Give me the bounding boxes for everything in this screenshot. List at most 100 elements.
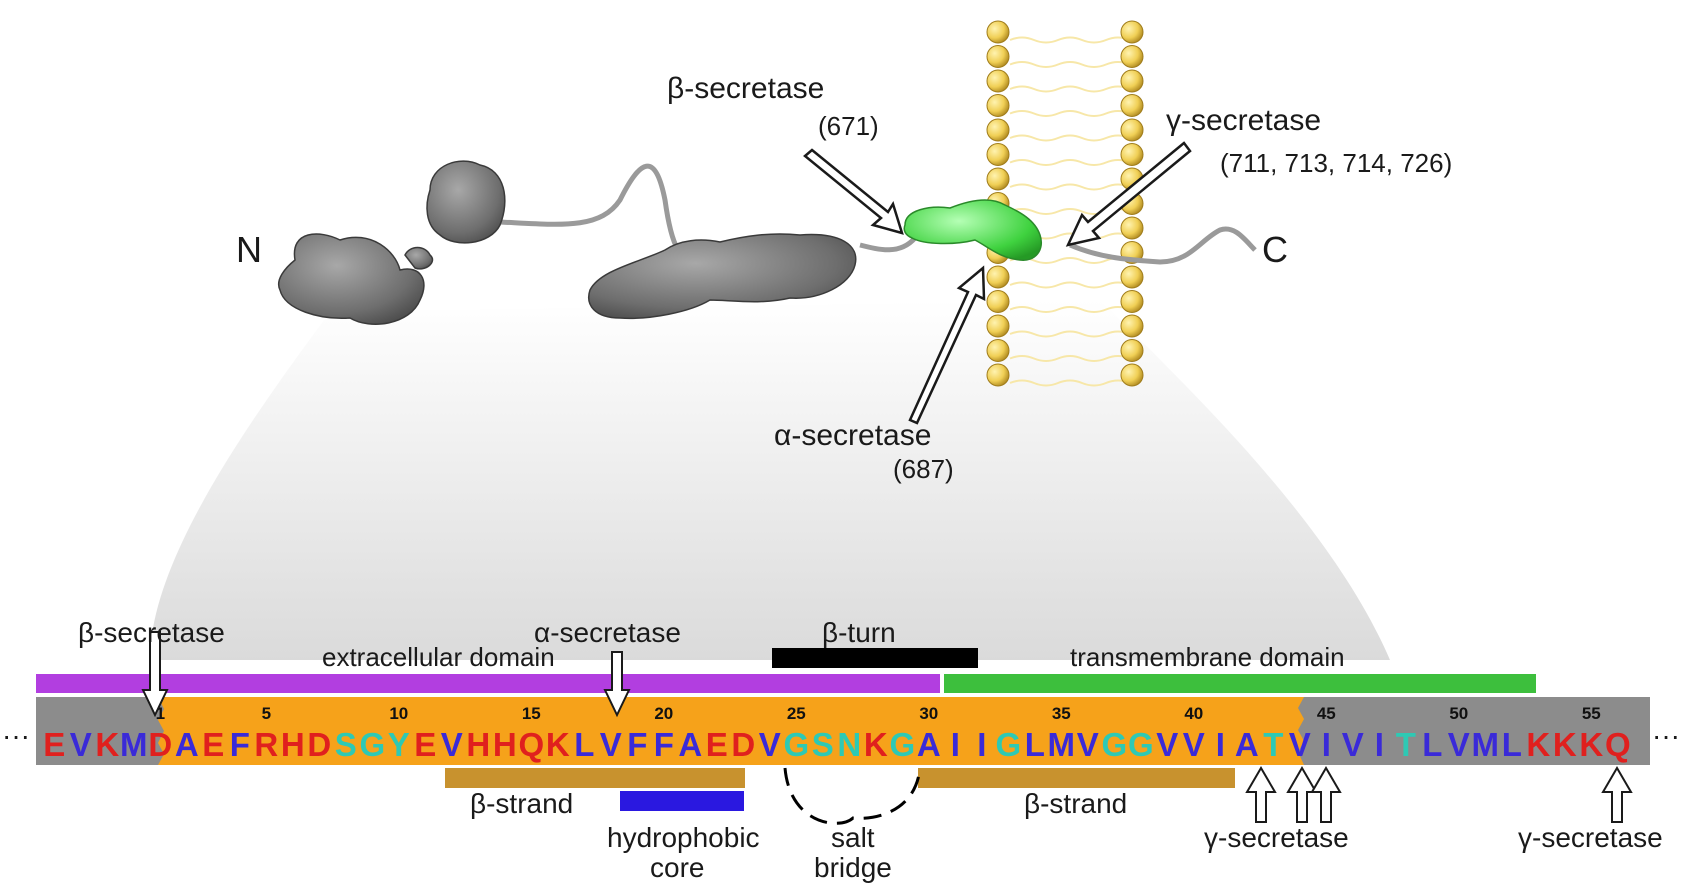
lipid-bilayer (986, 20, 1144, 387)
lipid-tail (1009, 330, 1131, 338)
transmembrane-domain-bar (944, 674, 1536, 693)
residue-number: 15 (522, 704, 541, 723)
residue: A (678, 726, 702, 763)
beta-turn-label: β-turn (822, 617, 896, 648)
lipid-head (1120, 363, 1144, 387)
residue: Q (518, 726, 544, 763)
gamma-secretase-seq-arrows (1245, 766, 1633, 823)
residue-number: 10 (389, 704, 408, 723)
residue: V (1156, 726, 1178, 763)
residue-number: 1 (156, 704, 165, 723)
residue: G (783, 726, 809, 763)
n-terminal-domain (278, 160, 506, 325)
residue-number: 35 (1052, 704, 1071, 723)
abeta-region (903, 199, 1042, 261)
lipid-tail (1009, 36, 1131, 44)
residue: A (917, 726, 941, 763)
residue: V (1289, 726, 1311, 763)
lipid-head (986, 45, 1010, 68)
lipid-head (1120, 339, 1144, 362)
residue: V (1077, 726, 1099, 763)
lipid-head (986, 118, 1010, 142)
lipid-head (1120, 45, 1144, 68)
hydrophobic-core-bar (620, 791, 744, 811)
lipid-head (1120, 290, 1144, 313)
alpha-secretase-top-site: (687) (893, 454, 954, 484)
residue-number: 5 (262, 704, 271, 723)
residue: E (706, 726, 728, 763)
residue: R (254, 726, 278, 763)
residue: G (1101, 726, 1127, 763)
residue: K (864, 726, 888, 763)
lipid-tail (1009, 306, 1131, 313)
gamma-secretase-top-label: γ-secretase (1166, 104, 1321, 137)
residue-number: 50 (1449, 704, 1468, 723)
lipid-head (986, 20, 1010, 44)
lipid-tail (1009, 110, 1131, 117)
lipid-tail (1009, 379, 1131, 387)
protein-linker (859, 236, 917, 253)
beta-secretase-top-site: (671) (818, 111, 879, 141)
residue: M (1472, 726, 1500, 763)
residue: E (414, 726, 436, 763)
gamma-secretase-seq-label-2: γ-secretase (1518, 822, 1663, 853)
residue: M (120, 726, 148, 763)
gamma-secretase-top-arrow (1065, 141, 1192, 247)
residue: K (1553, 726, 1577, 763)
beta-secretase-seq-arrow (141, 631, 169, 718)
residue: E (202, 726, 224, 763)
residue: L (574, 726, 594, 763)
residue-number: 20 (654, 704, 673, 723)
salt-bridge-arc (783, 767, 922, 825)
lipid-tail (1009, 281, 1131, 289)
gamma-secretase-top-sites: (711, 713, 714, 726) (1220, 148, 1452, 178)
lipid-tails (1009, 36, 1131, 387)
lipid-head (1120, 20, 1144, 44)
lipid-tail (1009, 355, 1131, 362)
residue: N (837, 726, 861, 763)
beta-secretase-top-arrow (803, 148, 904, 235)
beta-strand-label-1: β-strand (470, 788, 573, 819)
c-terminus-label: C (1262, 229, 1288, 270)
lipid-tail (1009, 134, 1131, 142)
residue-number: 25 (787, 704, 806, 723)
residue: H (281, 726, 305, 763)
lipid-heads (986, 20, 1144, 387)
lipid-head (986, 94, 1010, 117)
lipid-head (986, 69, 1010, 93)
lipid-head (1120, 314, 1144, 338)
lipid-head (1120, 94, 1144, 117)
lipid-head (1120, 143, 1144, 166)
zoom-fan (150, 300, 1390, 660)
residue: G (995, 726, 1021, 763)
residue: H (466, 726, 490, 763)
residue: I (1322, 726, 1331, 763)
hydrophobic-core-label-line1: hydrophobic (607, 822, 760, 853)
residue: K (95, 726, 119, 763)
residue: Y (388, 726, 410, 763)
extracellular-domain-label: extracellular domain (322, 642, 555, 672)
residue: V (1448, 726, 1470, 763)
lipid-head (1120, 265, 1144, 289)
lipid-head (986, 314, 1010, 338)
salt-bridge-label-line1: salt (831, 822, 875, 853)
lipid-head (986, 339, 1010, 362)
lipid-tail (1009, 85, 1131, 93)
residue: T (1396, 726, 1416, 763)
lipid-head (986, 290, 1010, 313)
residue: V (1183, 726, 1205, 763)
residue: G (359, 726, 385, 763)
abeta-highlight-band (158, 697, 1304, 765)
lipid-head (1120, 118, 1144, 142)
beta-secretase-top-label: β-secretase (667, 72, 824, 105)
residue: F (230, 726, 250, 763)
lipid-tail (1009, 257, 1131, 264)
lipid-tail (1009, 61, 1131, 68)
residue: K (546, 726, 570, 763)
salt-bridge-label-line2: bridge (814, 852, 892, 883)
residue: D (731, 726, 755, 763)
alpha-secretase-seq-arrow (603, 651, 631, 718)
lipid-head (986, 143, 1010, 166)
